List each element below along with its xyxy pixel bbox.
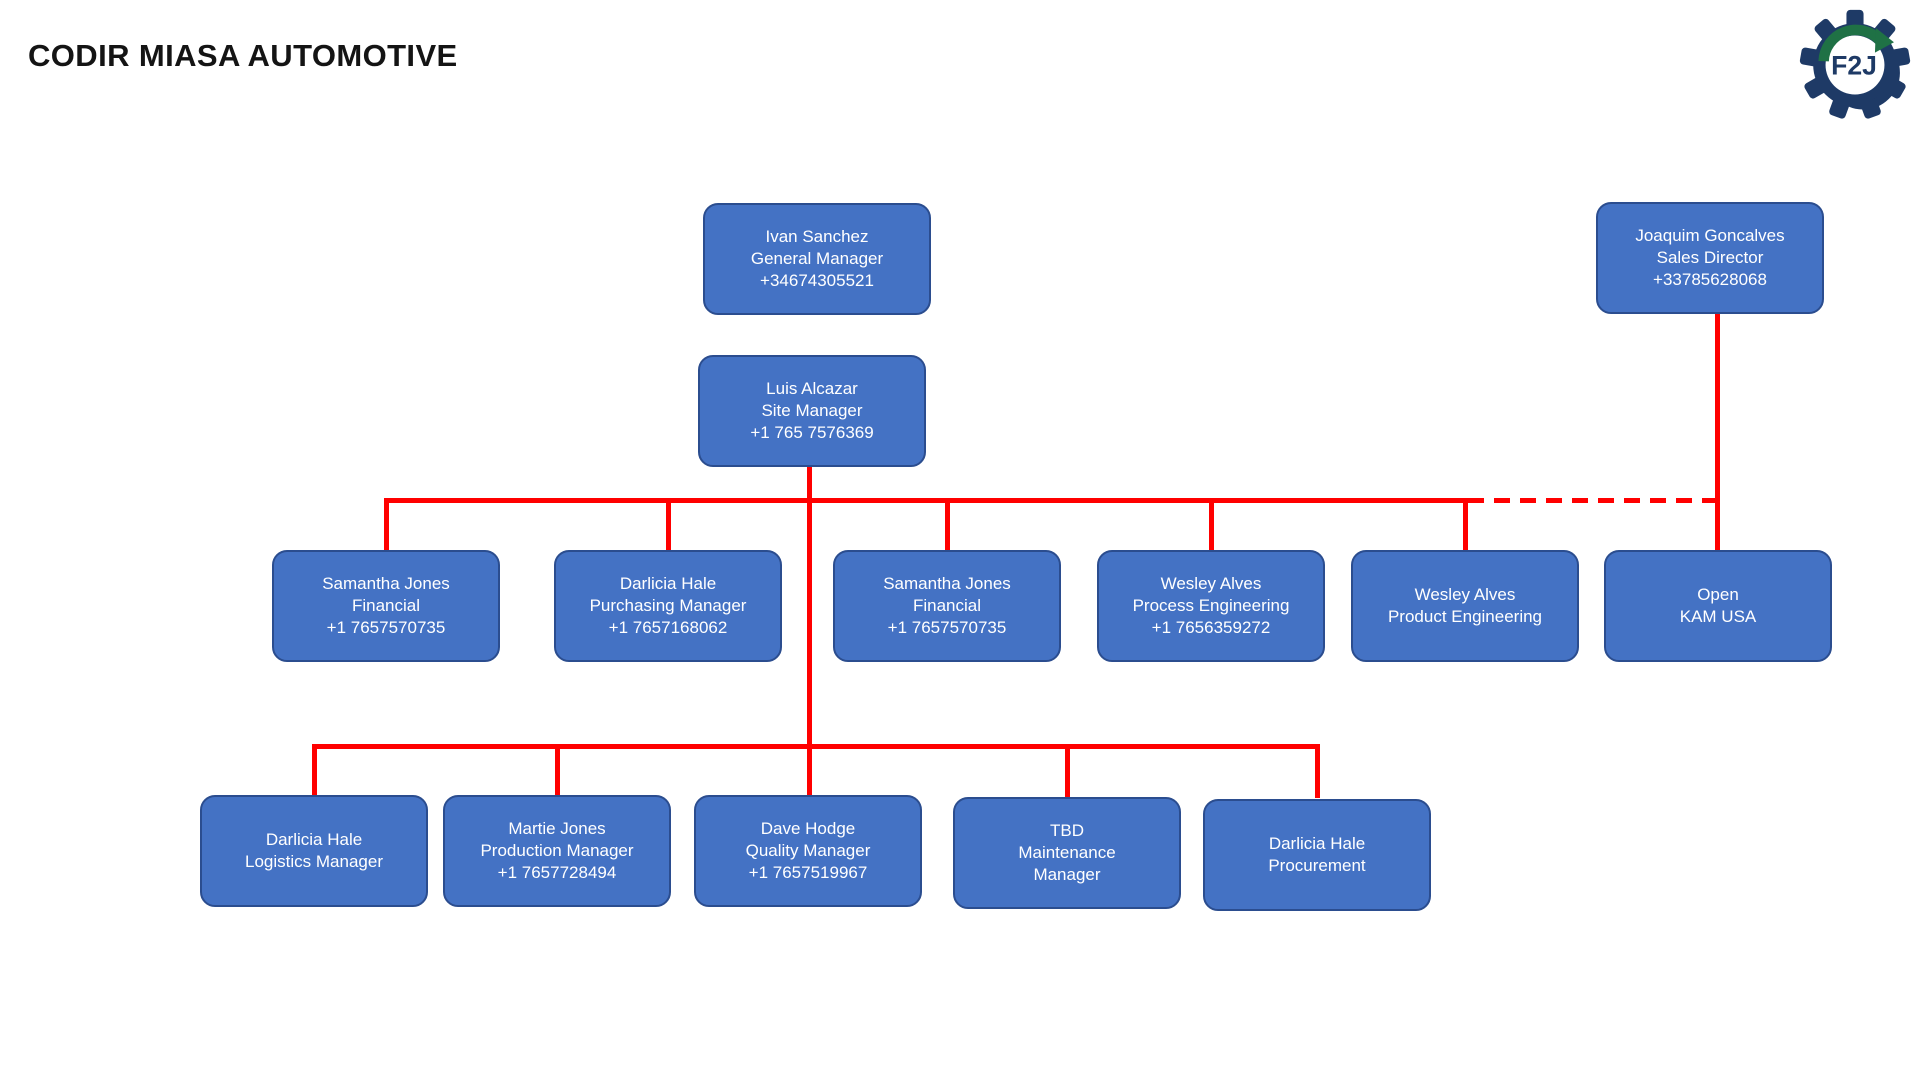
- person-name: Ivan Sanchez: [765, 227, 869, 246]
- node-kam-usa: Open KAM USA: [1604, 550, 1832, 662]
- connector-stub-product-eng: [1463, 498, 1468, 553]
- person-phone: +1 7657570735: [887, 618, 1007, 637]
- connector-level2-horizontal: [384, 498, 1468, 503]
- connector-stub-process-eng: [1209, 498, 1214, 553]
- person-name: Samantha Jones: [322, 574, 450, 593]
- person-phone: +33785628068: [1653, 270, 1767, 289]
- person-role: KAM USA: [1679, 607, 1757, 626]
- logo-text: F2J: [1831, 51, 1877, 81]
- person-role: Maintenance Manager: [1018, 843, 1116, 884]
- person-name: Darlicia Hale: [265, 830, 363, 849]
- connector-site-to-level3-vertical: [807, 466, 812, 798]
- node-site-manager: Luis Alcazar Site Manager +1 765 7576369: [698, 355, 926, 467]
- person-name: Luis Alcazar: [766, 379, 858, 398]
- person-phone: +1 7657519967: [748, 863, 868, 882]
- person-role: Product Engineering: [1387, 607, 1543, 626]
- connector-stub-procurement: [1315, 744, 1320, 798]
- person-phone: +34674305521: [760, 271, 874, 290]
- person-name: Wesley Alves: [1414, 585, 1516, 604]
- node-purchasing-manager: Darlicia Hale Purchasing Manager +1 7657…: [554, 550, 782, 662]
- person-role: Purchasing Manager: [589, 596, 747, 615]
- node-sales-director: Joaquim Goncalves Sales Director +337856…: [1596, 202, 1824, 314]
- connector-stub-financial-1: [384, 498, 389, 553]
- person-name: Darlicia Hale: [1268, 834, 1366, 853]
- person-phone: +1 7656359272: [1151, 618, 1271, 637]
- node-production-manager: Martie Jones Production Manager +1 76577…: [443, 795, 671, 907]
- node-quality-manager: Dave Hodge Quality Manager +1 7657519967: [694, 795, 922, 907]
- person-role: Sales Director: [1656, 248, 1764, 267]
- person-name: Darlicia Hale: [619, 574, 717, 593]
- connector-sales-to-kam-vertical: [1715, 314, 1720, 552]
- f2j-gear-logo-icon: F2J: [1799, 9, 1911, 119]
- node-general-manager: Ivan Sanchez General Manager +3467430552…: [703, 203, 931, 315]
- node-financial-2: Samantha Jones Financial +1 7657570735: [833, 550, 1061, 662]
- person-role: Financial: [351, 596, 421, 615]
- person-role: Production Manager: [480, 841, 634, 860]
- person-phone: +1 7657570735: [326, 618, 446, 637]
- connector-level3-horizontal: [312, 744, 1320, 749]
- person-name: Joaquim Goncalves: [1635, 226, 1785, 245]
- node-financial-1: Samantha Jones Financial +1 7657570735: [272, 550, 500, 662]
- node-procurement: Darlicia Hale Procurement: [1203, 799, 1431, 911]
- person-name: TBD: [1050, 821, 1084, 840]
- connector-stub-production: [555, 744, 560, 798]
- person-role: Logistics Manager: [245, 852, 383, 871]
- page-title: CODIR MIASA AUTOMOTIVE: [28, 38, 458, 73]
- person-role: Procurement: [1268, 856, 1366, 875]
- person-phone: +1 765 7576369: [750, 423, 874, 442]
- person-name: Martie Jones: [508, 819, 606, 838]
- person-role: Process Engineering: [1132, 596, 1290, 615]
- person-role: Financial: [912, 596, 982, 615]
- person-name: Wesley Alves: [1160, 574, 1262, 593]
- node-logistics-manager: Darlicia Hale Logistics Manager: [200, 795, 428, 907]
- person-role: Site Manager: [761, 401, 863, 420]
- node-maintenance-manager: TBD Maintenance Manager: [953, 797, 1181, 909]
- connector-level2-dashed: [1468, 498, 1718, 503]
- person-name: Dave Hodge: [760, 819, 856, 838]
- person-name: Samantha Jones: [883, 574, 1011, 593]
- node-product-engineering: Wesley Alves Product Engineering: [1351, 550, 1579, 662]
- person-phone: +1 7657728494: [497, 863, 617, 882]
- person-role: General Manager: [750, 249, 884, 268]
- connector-stub-maintenance: [1065, 744, 1070, 798]
- person-name: Open: [1697, 585, 1739, 604]
- connector-stub-financial-2: [945, 498, 950, 553]
- person-phone: +1 7657168062: [608, 618, 728, 637]
- person-role: Quality Manager: [745, 841, 871, 860]
- connector-stub-logistics: [312, 744, 317, 798]
- connector-stub-purchasing: [666, 498, 671, 553]
- node-process-engineering: Wesley Alves Process Engineering +1 7656…: [1097, 550, 1325, 662]
